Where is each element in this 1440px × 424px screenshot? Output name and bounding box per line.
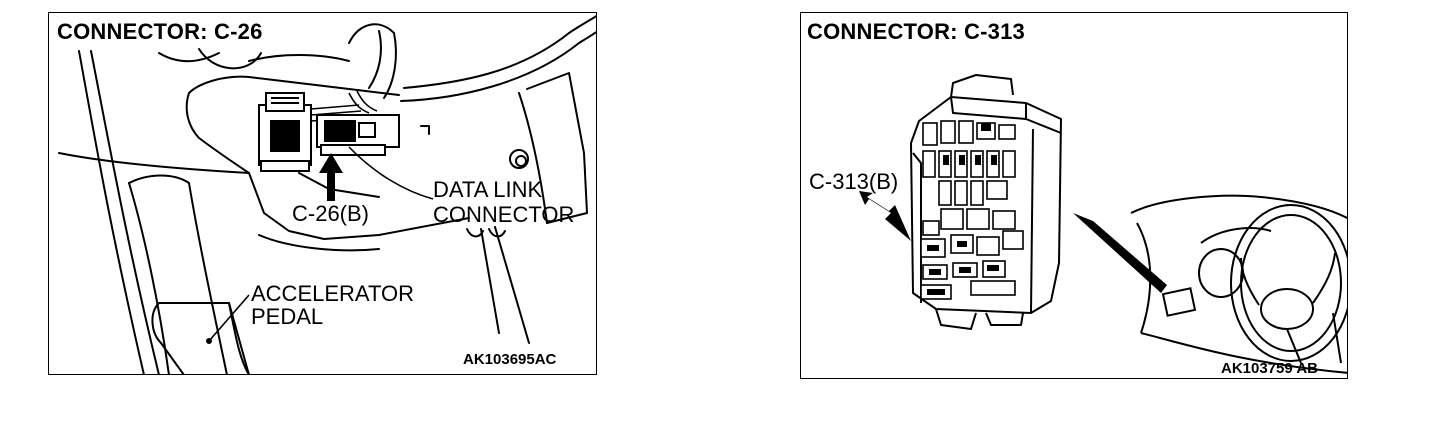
c26b-label: C-26(B)	[292, 201, 370, 226]
c313b-label: C-313(B)	[809, 169, 899, 194]
accelerator-pedal-label-line1: ACCELERATOR	[251, 281, 415, 306]
data-link-label-line1: DATA LINK	[433, 177, 543, 202]
connector-c313-title: CONNECTOR: C-313	[807, 19, 1025, 44]
accelerator-pedal-label-line2: PEDAL	[251, 304, 324, 329]
data-link-label-line2: CONNECTOR	[433, 202, 575, 227]
c313-location-illustration	[859, 74, 1347, 374]
figure-code-c313: AK103759 AB	[1221, 360, 1318, 377]
c26-location-illustration	[58, 15, 596, 374]
figure-code-c26: AK103695AC	[463, 351, 557, 368]
connector-c313-panel: CONNECTOR: C-313 C-313(B) AK103759 AB	[800, 12, 1348, 379]
connector-c26-panel: CONNECTOR: C-26 C-26(B) DATA LINK CONNEC…	[48, 12, 597, 375]
connector-c26-title: CONNECTOR: C-26	[57, 19, 263, 44]
